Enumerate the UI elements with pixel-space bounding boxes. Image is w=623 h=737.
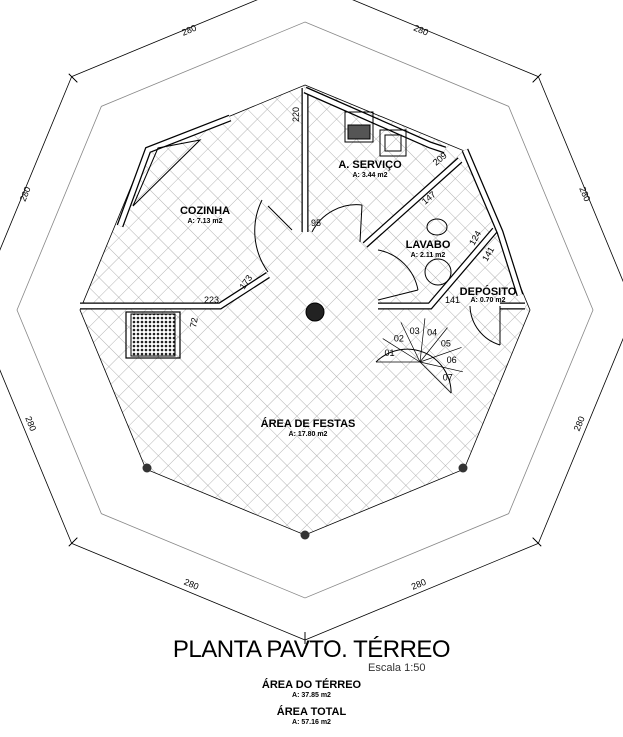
room-name: A. SERVIÇO <box>338 159 402 171</box>
summary-label: ÁREA TOTAL <box>276 706 347 718</box>
drain-icon <box>305 302 325 322</box>
edge-dimensions: 280 280 280 280 280 280 280 280 <box>0 0 623 644</box>
stair-step-number: 01 <box>385 348 395 358</box>
tank-icon <box>347 124 371 140</box>
dimension-tick <box>68 73 78 83</box>
dimension-line <box>304 542 539 641</box>
stair-step-number: 03 <box>410 326 420 336</box>
edge-dimension-label: 280 <box>410 577 428 592</box>
door-swing <box>311 204 363 243</box>
dimension-tick <box>532 73 542 83</box>
dimension-tick <box>532 537 542 547</box>
stair-tread <box>419 327 448 363</box>
edge-dimension-label: 280 <box>18 185 33 203</box>
columns <box>142 463 468 540</box>
drawing-scale: Escala 1:50 <box>368 662 426 674</box>
stair-tread <box>419 318 426 363</box>
room-area: A: 3.44 m2 <box>352 172 387 179</box>
stair-step-number: 04 <box>427 328 437 338</box>
door-swing <box>469 305 501 346</box>
grill-icon <box>130 313 176 357</box>
stair-tread <box>419 361 463 373</box>
stair-step-number: 02 <box>394 333 404 343</box>
room-name: LAVABO <box>406 239 451 251</box>
svg-text:220: 220 <box>291 107 301 122</box>
dimension-line <box>71 0 258 78</box>
svg-text:95: 95 <box>311 218 321 228</box>
interior-walls <box>80 86 525 310</box>
door-swing <box>254 199 293 273</box>
room-area: A: 17.80 m2 <box>289 431 328 438</box>
stair-outline <box>375 348 452 394</box>
svg-text:72: 72 <box>188 317 200 329</box>
stair-tread <box>382 338 421 363</box>
dimension-line <box>71 542 306 641</box>
room-name: ÁREA DE FESTAS <box>261 417 356 430</box>
stair-tread <box>419 361 452 394</box>
edge-dimension-label: 280 <box>577 185 592 203</box>
edge-dimension-label: 280 <box>412 23 430 38</box>
room-name: DEPÓSITO <box>460 285 517 298</box>
stair-tread <box>400 322 421 363</box>
edge-dimension-label: 280 <box>180 23 198 38</box>
dimension-tick <box>68 537 78 547</box>
spiral-stair: 01 02 03 04 05 06 07 <box>375 318 463 394</box>
toilet-icon <box>426 218 448 236</box>
room-name: COZINHA <box>180 205 230 217</box>
drawing-title: PLANTA PAVTO. TÉRREO <box>172 636 451 663</box>
washer-icon <box>379 129 407 157</box>
dimension-line <box>537 337 623 544</box>
svg-text:223: 223 <box>204 295 219 305</box>
dimension-line <box>352 0 539 78</box>
room-area: A: 2.11 m2 <box>411 252 446 259</box>
stair-step-number: 07 <box>443 372 453 382</box>
dimension-line <box>537 76 623 283</box>
stair-tread <box>419 347 462 363</box>
edge-dimension-label: 280 <box>183 577 201 592</box>
fixtures <box>125 111 501 359</box>
room-labels: COZINHA A: 7.13 m2 A. SERVIÇO A: 3.44 m2… <box>180 159 517 438</box>
sink-icon <box>424 258 452 286</box>
door-swing <box>377 249 419 301</box>
stair-step-number: 05 <box>441 339 451 349</box>
svg-text:141: 141 <box>445 295 460 305</box>
edge-dimension-label: 280 <box>572 415 587 433</box>
room-area: A: 7.13 m2 <box>187 218 222 225</box>
summary-value: A: 37.85 m2 <box>292 692 331 699</box>
dimension-line <box>0 369 73 544</box>
edge-dimension-label: 280 <box>23 415 38 433</box>
summary-value: A: 57.16 m2 <box>292 719 331 726</box>
summary-label: ÁREA DO TÉRREO <box>261 679 362 691</box>
stair-step-number: 06 <box>447 355 457 365</box>
room-area: A: 0.70 m2 <box>470 297 505 304</box>
roof-outline <box>16 21 594 599</box>
dimension-line <box>0 76 73 251</box>
